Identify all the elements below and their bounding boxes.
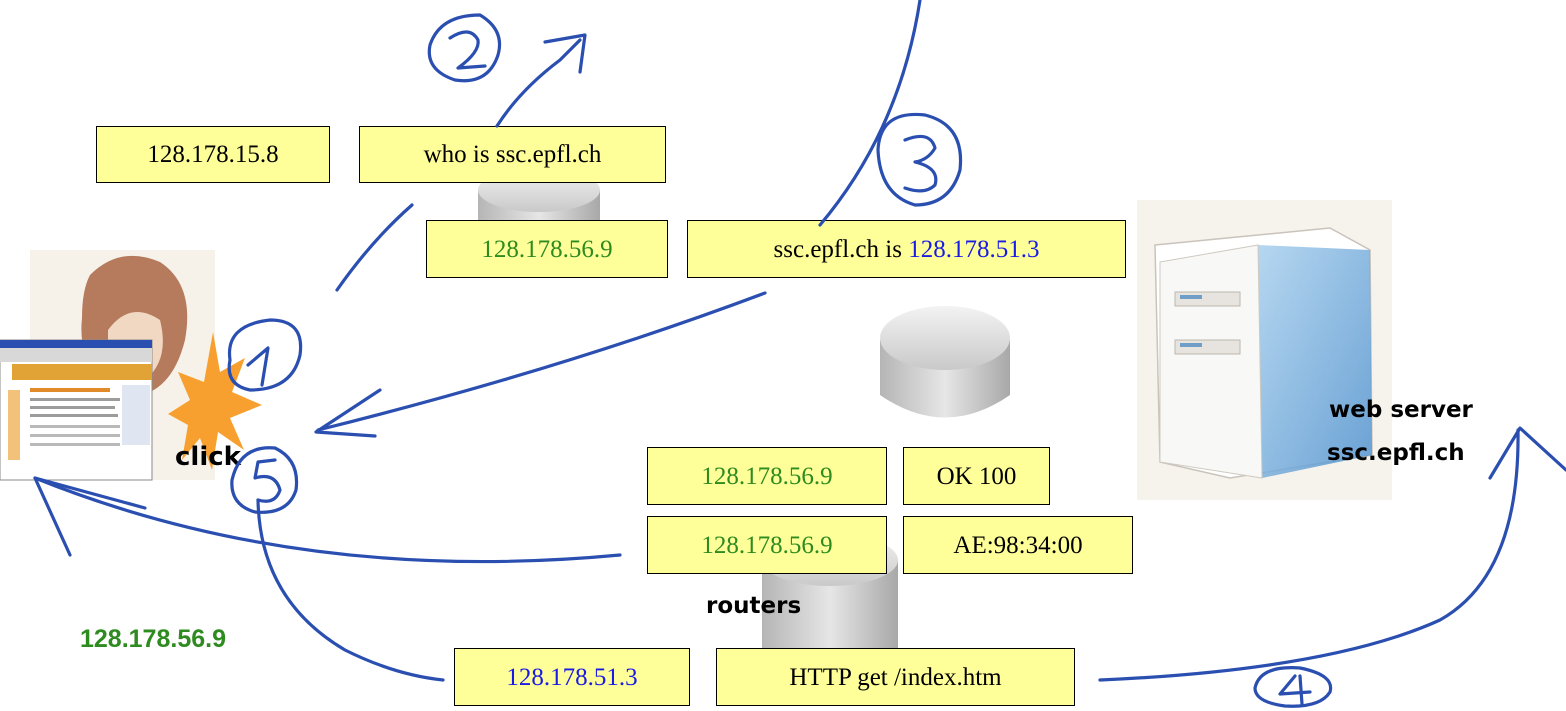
ip-box-128-178-15-8: 128.178.15.8 (96, 126, 330, 183)
dns-query-box: who is ssc.epfl.ch (359, 126, 666, 183)
source-ip-box-top: 128.178.56.9 (426, 220, 668, 278)
browser-window (0, 339, 153, 481)
http-request-arrowhead (1488, 426, 1566, 480)
web-server-label: web server (1329, 397, 1473, 423)
click-burst (168, 332, 262, 470)
response-arrowhead (33, 476, 147, 557)
ok-100-box: OK 100 (903, 447, 1050, 505)
http-request-arrow (1098, 428, 1520, 682)
step-5-circle (230, 446, 299, 514)
dns-answer-box: ssc.epfl.ch is 128.178.51.3 (687, 220, 1126, 278)
router-middle (880, 306, 1010, 418)
digit-5 (253, 458, 282, 503)
digit-1 (246, 346, 270, 387)
client-ip-label: 128.178.56.9 (80, 625, 226, 653)
step-4-circle (1253, 666, 1333, 708)
step-2-circle (427, 13, 502, 83)
mac-address-box: AE:98:34:00 (903, 516, 1133, 574)
web-server-host-label: ssc.epfl.ch (1327, 440, 1465, 466)
dest-ip-box: 128.178.51.3 (454, 648, 690, 706)
routers-label: routers (706, 593, 802, 619)
step-3-circle (876, 112, 963, 207)
dns-reply-arrowhead (314, 388, 382, 438)
digit-3 (903, 134, 938, 193)
http-get-box: HTTP get /index.htm (716, 648, 1075, 706)
click-to-query-line (335, 203, 414, 292)
web-server-picture (1137, 200, 1392, 500)
query-arrowhead (543, 33, 587, 74)
click-label: click (175, 442, 241, 472)
dns-answer-text: ssc.epfl.ch is (773, 235, 909, 263)
step-1-circle (227, 318, 303, 392)
dns-answer-ip: 128.178.51.3 (908, 235, 1040, 263)
dns-reply-arrow (316, 291, 767, 432)
response-loop (256, 498, 445, 682)
response-arrow (33, 476, 622, 564)
digit-4 (1278, 674, 1312, 706)
source-ip-box-ok: 128.178.56.9 (647, 447, 887, 505)
dns-reply-curve-top (818, 0, 922, 227)
source-ip-box-mac: 128.178.56.9 (647, 516, 887, 574)
query-arrow (495, 38, 582, 128)
digit-2 (448, 30, 487, 70)
